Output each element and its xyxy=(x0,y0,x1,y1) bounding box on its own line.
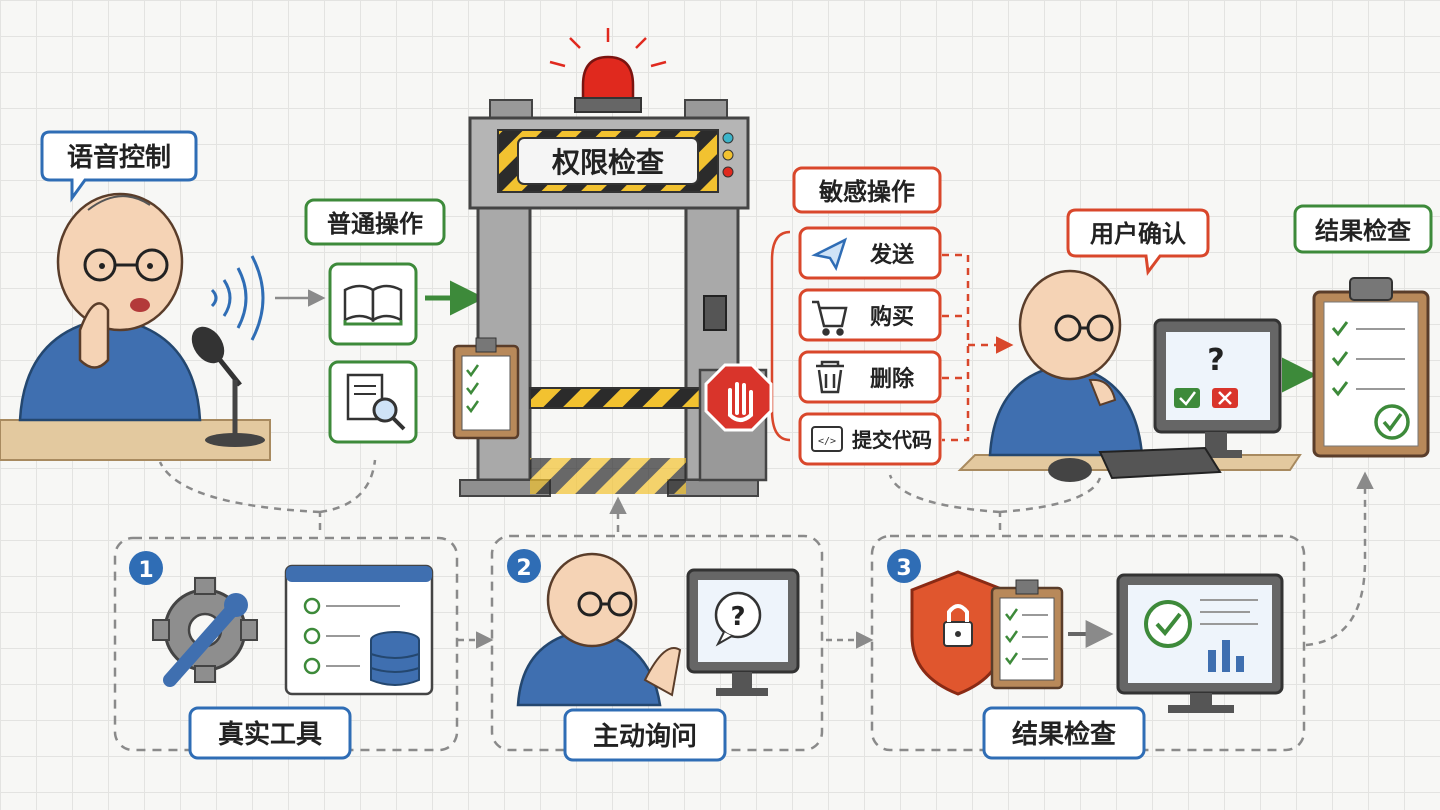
sensitive-item-buy: 购买 xyxy=(798,288,942,342)
code-icon: </> xyxy=(811,426,843,452)
dash-step1-up xyxy=(158,459,377,530)
stop-hand-icon xyxy=(704,363,773,432)
sensitive-item-commit-code: </> 提交代码 xyxy=(798,412,942,466)
document-search-icon xyxy=(346,373,406,431)
keyboard-icon xyxy=(1098,446,1222,480)
step-3-panel: 3 结果检查 xyxy=(870,534,1306,760)
step-2-label: 主动询问 xyxy=(593,722,697,752)
step-3-number: 3 xyxy=(896,556,911,581)
sensitive-op-group: 敏感操作 发送 购买 删除 xyxy=(792,166,942,466)
sensitive-item-send: 发送 xyxy=(798,226,942,280)
step-2-number: 2 xyxy=(516,556,531,581)
voice-person xyxy=(0,192,271,461)
asking-person xyxy=(516,552,682,707)
confirm-question-mark: ? xyxy=(1207,343,1224,378)
step-1-number: 1 xyxy=(138,558,153,583)
normal-op-group: 普通操作 xyxy=(304,198,446,444)
svg-text:提交代码: 提交代码 xyxy=(852,428,932,452)
book-icon xyxy=(343,284,403,326)
ask-question-mark: ? xyxy=(730,602,745,632)
card-reader xyxy=(703,295,727,331)
result-top-label: 结果检查 xyxy=(1315,217,1411,245)
step-1-label: 真实工具 xyxy=(218,719,322,750)
bracket-dashed-right xyxy=(942,253,970,442)
normal-op-label: 普通操作 xyxy=(327,210,423,238)
shield-lock-icon xyxy=(910,570,1006,696)
voice-label-bubble: 语音控制 xyxy=(40,130,198,203)
barrier-arm xyxy=(529,387,721,409)
confirm-monitor-icon: ? xyxy=(1098,318,1282,480)
alarm-light-icon xyxy=(549,28,667,113)
sensitive-item-delete: 删除 xyxy=(798,350,942,404)
result-top-group: 结果检查 xyxy=(1293,204,1433,458)
svg-text:删除: 删除 xyxy=(870,366,915,392)
trash-icon xyxy=(816,360,844,394)
connectors xyxy=(158,230,1374,649)
sound-waves-icon xyxy=(210,255,265,341)
question-monitor-icon: ? xyxy=(686,568,800,696)
dash-step3-to-clipboard xyxy=(1305,471,1374,647)
sensitive-op-label: 敏感操作 xyxy=(818,178,915,206)
step-3-label: 结果检查 xyxy=(1012,719,1116,750)
dash-step3-up xyxy=(888,474,1102,530)
step3-clipboard-icon xyxy=(990,579,1064,690)
bracket-sensitive xyxy=(770,230,791,442)
gate-clipboard-icon xyxy=(452,337,520,440)
tool-window-icon xyxy=(284,564,434,696)
gear-wrench-icon xyxy=(152,577,258,687)
microphone-icon xyxy=(191,326,265,447)
voice-label: 语音控制 xyxy=(67,142,171,173)
step-2-panel: 2 ? 主动询问 xyxy=(490,534,824,762)
permission-gate: 权限检查 xyxy=(459,28,773,497)
gate-label: 权限检查 xyxy=(551,146,664,179)
shopping-cart-icon xyxy=(812,300,848,336)
paper-plane-icon xyxy=(811,237,848,272)
result-monitor-icon xyxy=(1116,573,1284,713)
step-1-panel: 1 真实工具 xyxy=(113,536,459,760)
confirm-label: 用户确认 xyxy=(1090,220,1186,248)
svg-text:发送: 发送 xyxy=(869,242,914,268)
svg-text:购买: 购买 xyxy=(870,304,914,330)
approve-button-icon xyxy=(1174,388,1200,408)
confirm-bubble: 用户确认 xyxy=(1066,208,1210,276)
svg-text:</>: </> xyxy=(818,436,836,447)
result-clipboard-icon xyxy=(1312,277,1430,458)
